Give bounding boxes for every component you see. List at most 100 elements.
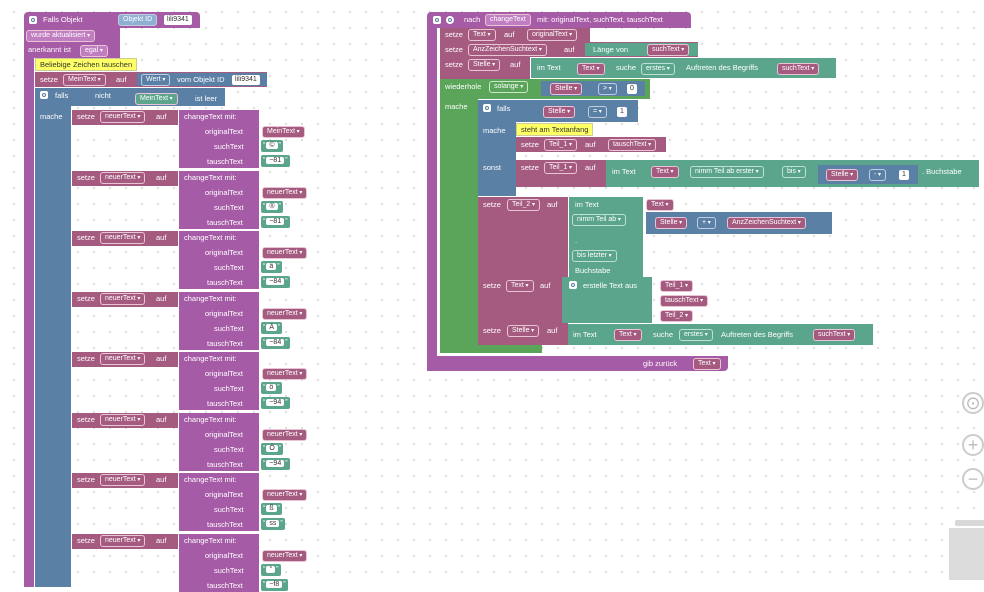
join-item-1[interactable]: Teil_1 <box>660 280 693 292</box>
first-dropdown[interactable]: erstes <box>679 329 713 341</box>
gear-icon[interactable] <box>29 16 37 24</box>
original-arg[interactable]: neuerText <box>262 368 308 380</box>
trash-icon[interactable] <box>949 520 984 580</box>
tausch-arg-value[interactable]: ~94 <box>266 399 285 406</box>
call-var[interactable]: neuerText <box>100 293 146 305</box>
gear-icon[interactable] <box>433 16 441 24</box>
call-block[interactable] <box>179 473 259 531</box>
if-op[interactable]: = <box>588 106 607 118</box>
text-var[interactable]: Text <box>506 280 534 292</box>
is-empty-var[interactable]: MeinText <box>135 93 178 105</box>
if-value[interactable]: 1 <box>617 107 627 117</box>
value-dropdown[interactable]: Wert <box>141 74 171 86</box>
such-text-var[interactable]: suchText <box>647 44 690 56</box>
such-arg[interactable]: “©” <box>261 140 283 152</box>
text-var[interactable]: Text <box>614 329 642 341</box>
comment-block[interactable]: steht am Textanfang <box>516 123 594 136</box>
updated-dropdown[interactable]: wurde aktualisiert <box>26 30 96 42</box>
tausch-arg-value[interactable]: ~f8 <box>266 581 283 588</box>
substring2-block[interactable] <box>569 197 643 277</box>
original-arg[interactable]: MeinText <box>262 126 305 138</box>
to-last-dropdown[interactable]: bis letzter <box>572 250 617 262</box>
teil1-var[interactable]: Teil_1 <box>544 139 577 151</box>
such-text-var[interactable]: suchText <box>777 63 820 75</box>
call-var[interactable]: neuerText <box>100 474 146 486</box>
text-var[interactable]: Text <box>651 166 679 178</box>
ack-dropdown[interactable]: egal <box>80 45 108 57</box>
gear-icon[interactable] <box>483 104 491 112</box>
return-var[interactable]: Text <box>693 358 721 370</box>
take-dropdown[interactable]: nimm Teil ab <box>572 214 626 226</box>
such-arg[interactable]: “ö” <box>261 382 282 394</box>
such-arg[interactable]: “°” <box>261 564 281 576</box>
original-arg[interactable]: neuerText <box>262 429 308 441</box>
tausch-arg[interactable]: “~94” <box>261 458 290 470</box>
comment-block[interactable]: Beliebige Zeichen tauschen <box>35 58 138 71</box>
from-object-id[interactable]: lili9341 <box>232 75 260 85</box>
set-var[interactable]: MeinText <box>63 74 106 86</box>
such-arg[interactable]: “Ö” <box>261 443 284 455</box>
such-arg-value[interactable]: ö <box>266 384 277 391</box>
tausch-arg[interactable]: “~81” <box>261 216 290 228</box>
such-arg[interactable]: “®” <box>261 201 283 213</box>
plus-op[interactable]: + <box>697 217 716 229</box>
stelle-var[interactable]: Stelle <box>468 59 501 71</box>
tausch-arg-value[interactable]: ss <box>266 520 280 527</box>
compare-var[interactable]: Stelle <box>550 83 583 95</box>
call-var[interactable]: neuerText <box>100 535 146 547</box>
such-arg[interactable]: “ß” <box>261 503 282 515</box>
first-dropdown[interactable]: erstes <box>641 63 675 75</box>
join-item-3[interactable]: Teil_2 <box>660 310 693 322</box>
join-block[interactable] <box>562 277 652 323</box>
teil2-var[interactable]: Teil_2 <box>507 199 540 211</box>
stelle-var[interactable]: Stelle <box>655 217 688 229</box>
tausch-text-var[interactable]: tauschText <box>608 139 657 151</box>
tausch-arg-value[interactable]: ~94 <box>266 460 285 467</box>
original-arg[interactable]: neuerText <box>262 308 308 320</box>
original-arg[interactable]: neuerText <box>262 489 308 501</box>
such-arg-value[interactable]: Ö <box>266 445 278 452</box>
tausch-arg-value[interactable]: ~81 <box>266 218 285 225</box>
function-name[interactable]: changeText <box>485 14 531 26</box>
call-block[interactable] <box>179 292 259 350</box>
such-arg-value[interactable]: © <box>266 142 278 149</box>
call-block[interactable] <box>179 413 259 471</box>
to-dropdown[interactable]: bis <box>782 166 806 178</box>
find-block[interactable] <box>531 58 836 78</box>
if-var[interactable]: Stelle <box>543 106 576 118</box>
compare-op[interactable]: > <box>598 83 617 95</box>
original-text-var[interactable]: originalText <box>527 29 578 41</box>
minus-op[interactable]: - <box>869 169 887 181</box>
original-arg[interactable]: neuerText <box>262 247 308 259</box>
such-arg[interactable]: “Ä” <box>261 322 283 334</box>
call-var[interactable]: neuerText <box>100 414 146 426</box>
minus-value[interactable]: 1 <box>899 170 909 180</box>
anz-var[interactable]: AnzZeichenSuchtext <box>468 44 547 56</box>
call-var[interactable]: neuerText <box>100 353 146 365</box>
such-arg-value[interactable]: ß <box>266 505 277 512</box>
set-text-var[interactable]: Text <box>468 29 496 41</box>
tausch-arg[interactable]: “~84” <box>261 337 290 349</box>
call-var[interactable]: neuerText <box>100 232 146 244</box>
stelle-var[interactable]: Stelle <box>507 325 540 337</box>
call-var[interactable]: neuerText <box>100 111 146 123</box>
while-dropdown[interactable]: solange <box>489 81 529 93</box>
teil1-var[interactable]: Teil_1 <box>544 162 577 174</box>
call-block[interactable] <box>179 110 259 168</box>
gear-icon[interactable] <box>40 91 48 99</box>
compare-value[interactable]: 0 <box>627 84 637 94</box>
such-text-var[interactable]: suchText <box>813 329 856 341</box>
stelle-var[interactable]: Stelle <box>826 169 859 181</box>
gear-icon[interactable] <box>569 281 577 289</box>
call-block[interactable] <box>179 534 259 592</box>
such-arg-value[interactable]: ä <box>266 263 277 270</box>
find2-block[interactable] <box>568 324 873 345</box>
tausch-arg-value[interactable]: ~84 <box>266 278 285 285</box>
help-icon[interactable] <box>446 16 454 24</box>
call-block[interactable] <box>179 171 259 229</box>
anz-var[interactable]: AnzZeichenSuchtext <box>727 217 806 229</box>
tausch-arg[interactable]: “~81” <box>261 155 290 167</box>
original-arg[interactable]: neuerText <box>262 550 308 562</box>
such-arg-value[interactable]: ® <box>266 203 278 210</box>
text-var[interactable]: Text <box>577 63 605 75</box>
